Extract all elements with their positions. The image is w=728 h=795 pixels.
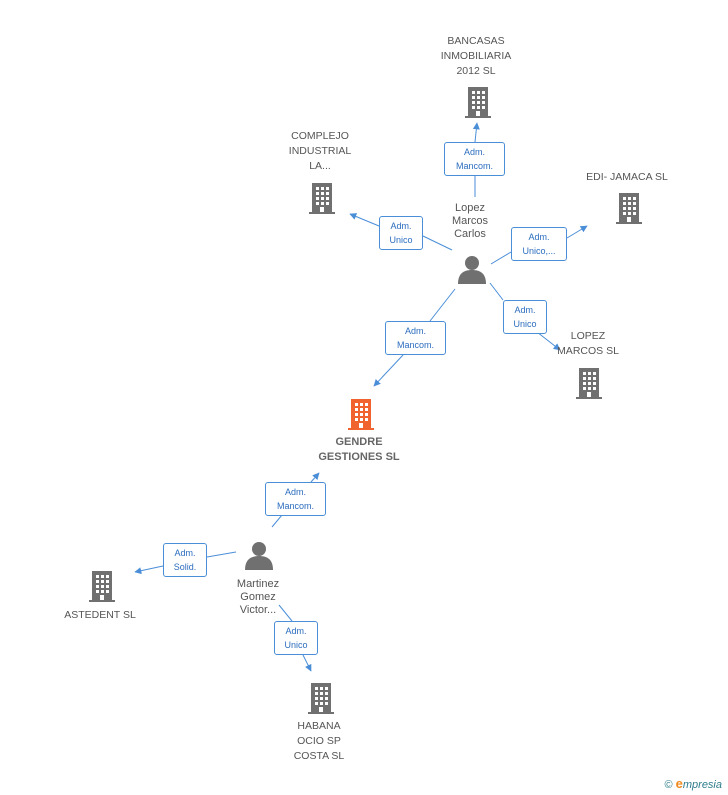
building-icon — [465, 87, 491, 118]
relation-tag-martinez-main[interactable]: Adm. Mancom. — [265, 482, 326, 516]
relation-line — [349, 213, 380, 227]
person-node-martinez[interactable] — [244, 540, 274, 575]
company-node-astedent[interactable] — [86, 569, 118, 608]
relation-tag-lopez-bancasas[interactable]: Adm. Mancom. — [444, 142, 505, 176]
relation-line — [134, 565, 164, 575]
relation-tag-lopez-complejo[interactable]: Adm. Unico — [379, 216, 423, 250]
brand-logo: ©empresia — [665, 776, 722, 791]
relation-tag-martinez-astedent[interactable]: Adm. Solid. — [163, 543, 207, 577]
brand-name: mpresia — [682, 779, 722, 791]
relation-tag-lopez-main[interactable]: Adm. Mancom. — [385, 321, 446, 355]
company-node-bancasas[interactable] — [462, 85, 494, 124]
relation-line — [271, 514, 283, 528]
relation-line — [472, 122, 480, 143]
person-node-lopez[interactable] — [457, 254, 487, 289]
relation-line — [278, 604, 293, 622]
relation-line — [429, 288, 456, 322]
building-icon — [309, 183, 335, 214]
relation-line — [536, 331, 561, 351]
relation-line — [422, 235, 453, 251]
building-icon — [576, 368, 602, 399]
relation-tag-lopez-edi[interactable]: Adm. Unico,... — [511, 227, 567, 261]
brand-initial: e — [675, 776, 683, 791]
relation-line — [489, 282, 504, 301]
relation-line — [490, 251, 512, 265]
relation-line — [206, 551, 237, 558]
company-label-bancasas[interactable]: BANCASAS INMOBILIARIA 2012 SL — [440, 35, 512, 77]
main-company-node[interactable] — [345, 397, 377, 436]
company-label-edi[interactable]: EDI- JAMACA SL — [586, 171, 668, 183]
relation-line — [310, 472, 320, 483]
copyright-symbol: © — [664, 779, 673, 791]
person-label-lopez[interactable]: Lopez Marcos Carlos — [451, 202, 489, 240]
relation-line — [302, 654, 312, 672]
building-icon — [616, 193, 642, 224]
relation-tag-lopez-lopezsl[interactable]: Adm. Unico — [503, 300, 547, 334]
company-label-astedent[interactable]: ASTEDENT SL — [64, 609, 136, 621]
person-icon — [458, 256, 486, 284]
company-node-complejo[interactable] — [306, 181, 338, 220]
company-node-edi[interactable] — [613, 191, 645, 230]
relation-tag-martinez-habana[interactable]: Adm. Unico — [274, 621, 318, 655]
relation-line — [373, 354, 404, 387]
building-icon — [308, 683, 334, 714]
building-icon — [348, 399, 374, 430]
person-label-martinez[interactable]: Martinez Gomez Victor... — [236, 578, 280, 616]
person-icon — [245, 542, 273, 570]
building-icon — [89, 571, 115, 602]
company-label-habana[interactable]: HABANA OCIO SP COSTA SL — [293, 720, 345, 762]
relation-line — [566, 225, 588, 239]
company-node-lopezsl[interactable] — [573, 366, 605, 405]
main-company-label[interactable]: GENDRE GESTIONES SL — [318, 436, 400, 463]
company-label-complejo[interactable]: COMPLEJO INDUSTRIAL LA... — [288, 130, 352, 172]
company-node-habana[interactable] — [305, 681, 337, 720]
company-label-lopezsl[interactable]: LOPEZ MARCOS SL — [557, 330, 619, 357]
